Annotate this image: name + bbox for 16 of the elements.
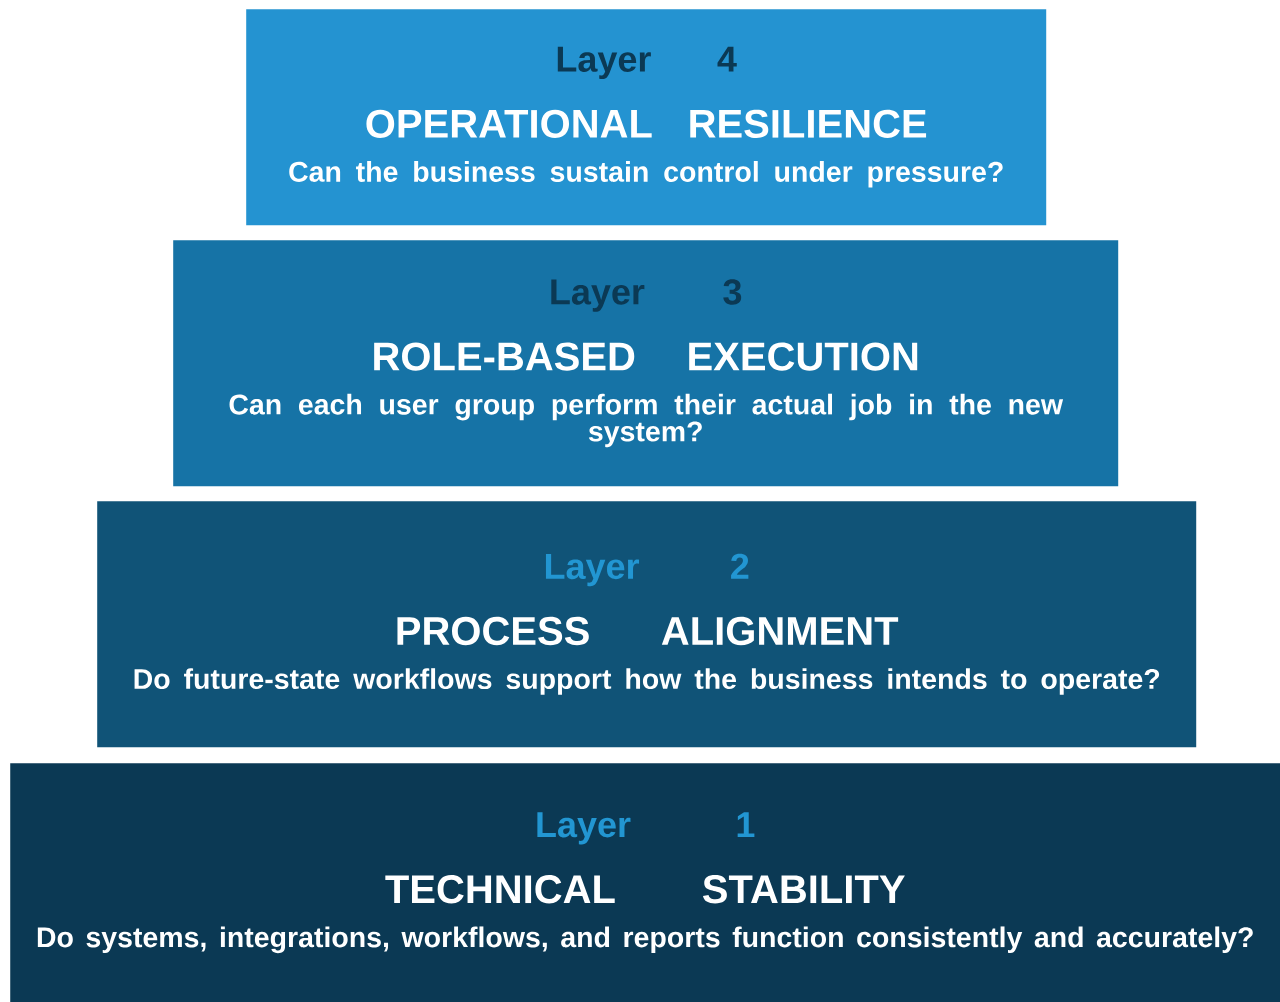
layer-title: ROLE-BASED EXECUTION bbox=[374, 342, 918, 371]
layer-question: Can each user group perform their actual job in the new system? bbox=[229, 393, 1064, 448]
layer-number: Layer 1 bbox=[537, 812, 755, 845]
layer-number: Layer 4 bbox=[557, 46, 737, 80]
layer-question: Do systems, integrations, workflows, and reports function consistently and accurately? bbox=[37, 926, 1253, 954]
layer-box bbox=[246, 9, 1047, 226]
layer-box bbox=[173, 240, 1119, 487]
layer-box bbox=[97, 501, 1197, 748]
layer-question: Can the business sustain control under pressure? bbox=[289, 161, 1003, 188]
layer-number: Layer 2 bbox=[545, 553, 749, 587]
layer-number: Layer 3 bbox=[551, 279, 742, 312]
layer-title: TECHNICAL STABILITY bbox=[385, 875, 905, 904]
layer-title: PROCESS ALIGNMENT bbox=[397, 616, 899, 646]
layer-question: Do future-state workflows support how the business intends to operate? bbox=[134, 668, 1160, 695]
layer-box bbox=[10, 763, 1280, 1002]
layer-title: OPERATIONAL RESILIENCE bbox=[366, 109, 927, 138]
